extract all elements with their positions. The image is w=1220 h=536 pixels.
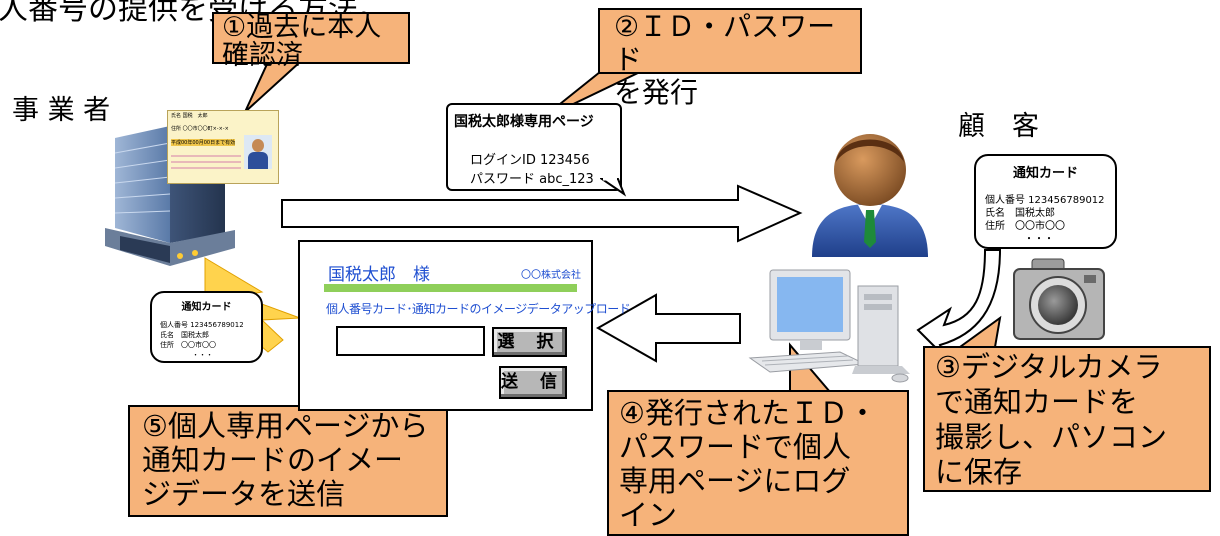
webpage-company-name: 〇〇株式会社 — [521, 270, 581, 281]
digital-camera-icon — [1013, 258, 1105, 340]
notice-card-left-name: 氏名 国税太郎 — [160, 331, 209, 339]
id-card-expiry: 平成00年00月00日まで有効 — [171, 139, 236, 146]
callout-step5: ⑤個人専用ページから 通知カードのイメー ジデータを送信 — [128, 405, 448, 517]
webpage-customer-name: 国税太郎 様 — [328, 265, 430, 285]
login-note: 国税太郎様専用ページ ログインID 123456 パスワード abc_123 — [446, 103, 622, 191]
id-card-image: 氏名 国税 太郎 住所 〇〇市〇〇町×-×-× 平成00年00月00日まで有効 — [167, 110, 279, 184]
webpage-header-bar — [324, 284, 577, 292]
send-button[interactable]: 送 信 — [499, 366, 567, 399]
notice-card-right-more: ・・・ — [1024, 234, 1054, 245]
notice-card-right-number: 個人番号 123456789012 — [985, 195, 1105, 206]
id-card-photo — [244, 135, 272, 169]
login-note-password: パスワード abc_123 — [470, 172, 594, 187]
notice-card-left-number: 個人番号 123456789012 — [160, 321, 244, 329]
arrow-to-webpage — [595, 293, 741, 363]
select-button[interactable]: 選 択 — [492, 327, 567, 357]
id-card-address: 住所 〇〇市〇〇町×-×-× — [171, 126, 229, 132]
notice-card-left: 通知カード 個人番号 123456789012 氏名 国税太郎 住所 〇〇市〇〇… — [150, 291, 263, 363]
file-path-input[interactable] — [336, 326, 485, 356]
notice-card-left-title: 通知カード — [181, 302, 232, 313]
personal-upload-page: 国税太郎 様 〇〇株式会社 個人番号カード･通知カードのイメージデータアップロー… — [298, 240, 631, 411]
callout-step4: ④発行されたＩＤ・ パスワードで個人 専用ページにログ イン — [607, 390, 909, 536]
customer-label: 顧 客 — [958, 111, 1039, 142]
notice-card-left-more: ・・・ — [192, 351, 213, 359]
desktop-computer-icon — [748, 269, 910, 383]
login-note-id: ログインID 123456 — [470, 153, 590, 168]
business-label: 事 業 者 — [12, 95, 111, 126]
notice-card-right-address: 住所 〇〇市〇〇 — [985, 221, 1065, 232]
notice-card-left-address: 住所 〇〇市〇〇 — [160, 341, 216, 349]
arrow-to-customer — [281, 184, 803, 243]
callout-step1: ①過去に本人 確認済 — [212, 12, 410, 70]
id-card-header: 氏名 国税 太郎 — [171, 113, 208, 119]
customer-person-icon — [812, 134, 928, 257]
login-note-tail — [600, 178, 627, 197]
callout-step3: ③デジタルカメラ で通知カードを 撮影し、パソコン に保存 — [923, 346, 1211, 492]
webpage-upload-title: 個人番号カード･通知カードのイメージデータアップロード — [326, 302, 631, 316]
notice-card-right-title: 通知カード — [1012, 166, 1078, 181]
notice-card-right-name: 氏名 国税太郎 — [985, 208, 1055, 219]
office-building-icon — [105, 126, 235, 266]
login-note-title: 国税太郎様専用ページ — [454, 114, 594, 130]
callout-step2: ②ＩＤ・パスワード を発行 — [598, 8, 862, 109]
notice-card-right: 通知カード 個人番号 123456789012 氏名 国税太郎 住所 〇〇市〇〇… — [974, 154, 1117, 249]
